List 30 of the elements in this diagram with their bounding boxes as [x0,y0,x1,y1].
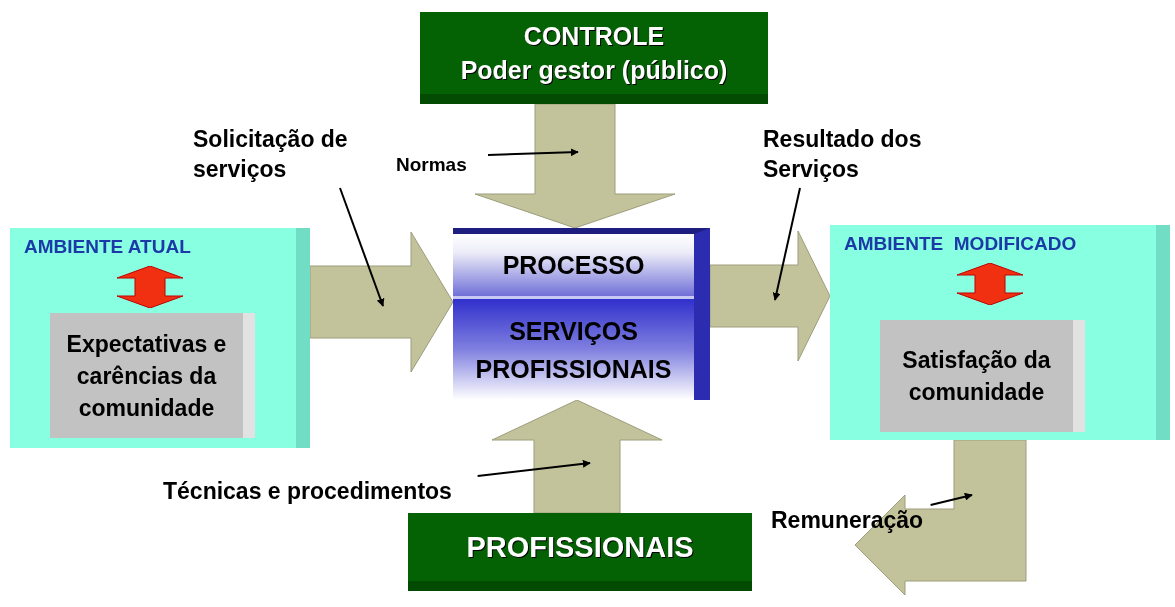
box-text: PROFISSIONAIS [466,530,694,564]
content-box [880,320,1085,432]
callout-label: Remuneração [771,505,966,535]
box-text: Poder gestor (público) [460,55,728,86]
leader-line [339,187,385,307]
box-heading: CONTROLE [523,21,665,52]
box-text: Expectativas e carências da comunidade [65,329,228,423]
banner-box [420,12,768,104]
box-text: Satisfação da comunidade [901,346,1052,407]
process-text: SERVIÇOS PROFISSIONAIS [474,315,673,385]
box-heading: AMBIENTE ATUAL [24,236,191,258]
block-arrow [309,231,454,373]
leader-line [772,187,801,301]
block-arrow [709,230,831,362]
callout-label: Técnicas e procedimentos [163,476,533,506]
box-heading: AMBIENTE MODIFICADO [844,233,1077,255]
environment-box [830,225,1170,440]
process-text: PROCESSO [502,250,645,281]
block-arrow [854,439,1027,596]
block-arrow [491,399,663,514]
block-arrow [474,103,676,229]
environment-box [10,228,310,448]
leader-line [487,148,579,157]
process-box [453,228,710,400]
banner-box [408,513,752,591]
content-box [50,313,255,438]
callout-label: Resultado dos Serviços [763,124,968,188]
callout-label: Solicitação de serviços [193,124,398,188]
callout-label: Normas [396,150,488,176]
leader-line [476,459,591,477]
